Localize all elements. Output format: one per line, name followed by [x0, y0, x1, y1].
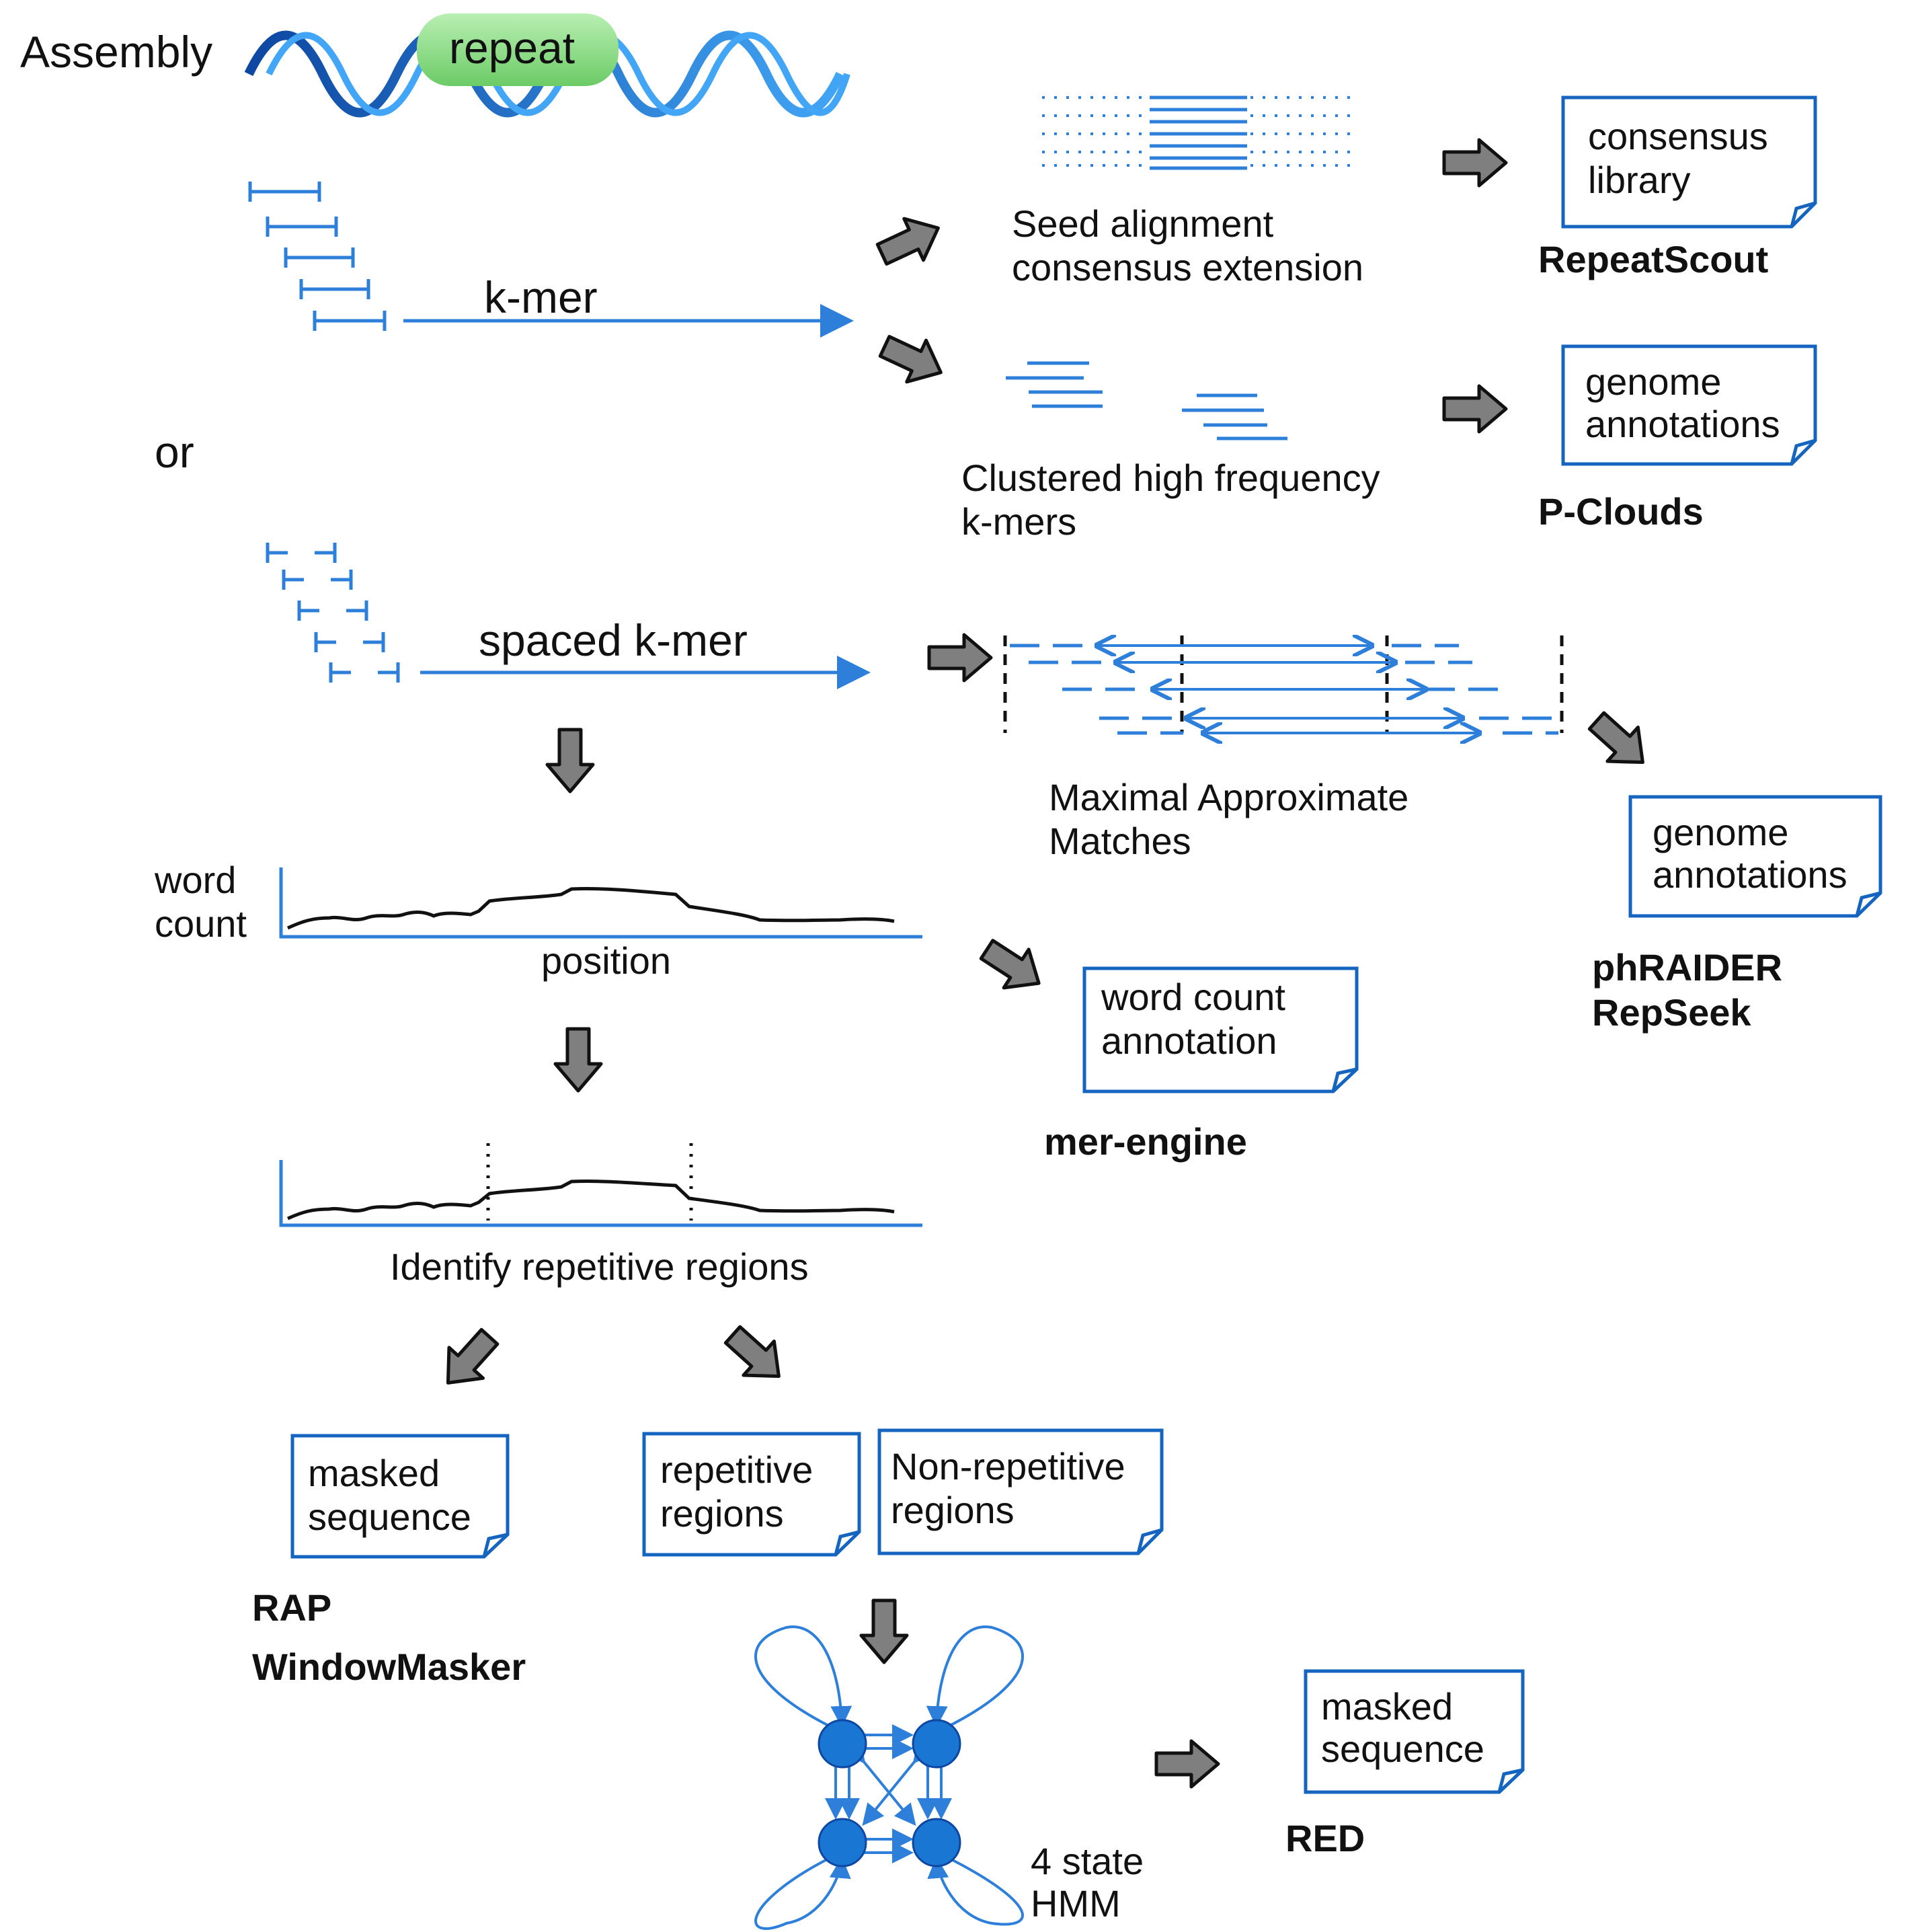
doc-genome-annotations-pclouds: genome annotations — [1561, 344, 1817, 466]
hmm-graph — [754, 1625, 1024, 1930]
arrow-to-masked-sequence-red — [1156, 1741, 1218, 1787]
hmm-state-4 — [912, 1818, 961, 1867]
arrow-down-to-word-count — [547, 730, 593, 791]
doc-consensus-library-line2: library — [1588, 159, 1690, 201]
kmer-stack — [248, 182, 387, 331]
clustered-label-line2: k-mers — [961, 500, 1076, 543]
tool-rap: RAP — [252, 1586, 331, 1629]
doc-masked-red-line1: masked — [1321, 1685, 1453, 1728]
or-label: or — [155, 427, 194, 477]
doc-masked-sequence-rap: masked sequence — [290, 1434, 510, 1559]
word-count-plot — [279, 867, 922, 939]
tool-mer-engine: mer-engine — [1044, 1120, 1247, 1163]
doc-non-repetitive-regions: Non-repetitive regions — [877, 1428, 1164, 1555]
kmer-label: k-mer — [484, 272, 598, 322]
doc-masked-rap-line1: masked — [308, 1452, 440, 1494]
hmm-label-line2: HMM — [1031, 1882, 1121, 1925]
tool-windowmasker: WindowMasker — [252, 1646, 526, 1688]
seed-alignment-label-line1: Seed alignment — [1012, 202, 1274, 245]
repeat-label: repeat — [449, 23, 575, 73]
doc-repetitive-regions: repetitive regions — [642, 1432, 861, 1557]
arrow-to-word-count-annotation — [974, 930, 1051, 1002]
doc-repetitive-line2: regions — [660, 1492, 784, 1535]
doc-phraider-line1: genome — [1653, 811, 1788, 853]
doc-consensus-library: consensus library — [1561, 95, 1817, 229]
doc-word-count-annotation: word count annotation — [1082, 966, 1359, 1093]
doc-word-count-line1: word count — [1101, 976, 1285, 1018]
word-count-ylabel-word: word — [154, 859, 236, 901]
doc-pclouds-line2: annotations — [1585, 403, 1780, 445]
arrow-to-mam — [929, 635, 991, 681]
doc-non-repetitive-line2: regions — [891, 1489, 1015, 1531]
assembly-header: Assembly repeat — [20, 13, 850, 118]
word-count-xlabel: position — [541, 939, 671, 982]
tool-repeatscout: RepeatScout — [1538, 238, 1768, 280]
doc-genome-annotations-phraider: genome annotations — [1628, 795, 1882, 918]
tool-pclouds: P-Clouds — [1538, 490, 1704, 533]
hmm-state-3 — [818, 1818, 867, 1867]
doc-word-count-line2: annotation — [1101, 1019, 1277, 1062]
hmm-state-1 — [818, 1719, 867, 1769]
arrow-to-repetitive-regions — [717, 1318, 794, 1393]
doc-repetitive-line1: repetitive — [660, 1448, 813, 1491]
spaced-kmer-stack — [266, 543, 400, 683]
arrow-to-seed-alignment — [873, 207, 948, 275]
tool-phraider: phRAIDER — [1592, 946, 1782, 989]
assembly-label: Assembly — [20, 27, 212, 77]
doc-phraider-line2: annotations — [1653, 853, 1847, 896]
repetitive-regions-plot — [279, 1143, 922, 1227]
word-count-ylabel-count: count — [155, 902, 247, 945]
doc-non-repetitive-line1: Non-repetitive — [891, 1445, 1125, 1487]
arrow-to-pclouds-annotations — [1444, 386, 1506, 432]
repeat-element: repeat — [417, 13, 619, 86]
arrow-to-consensus-library — [1444, 140, 1506, 186]
arrow-to-clustered-kmers — [875, 325, 951, 393]
doc-consensus-library-line1: consensus — [1588, 115, 1768, 157]
tool-red: RED — [1285, 1817, 1365, 1859]
mam-label-line1: Maximal Approximate — [1049, 776, 1408, 818]
clustered-label-line1: Clustered high frequency — [961, 457, 1380, 499]
arrow-down-to-repetitive-regions — [555, 1029, 601, 1091]
mam-label-line2: Matches — [1049, 820, 1191, 862]
hmm-state-2 — [912, 1719, 961, 1769]
hmm-label-line1: 4 state — [1031, 1840, 1144, 1882]
seed-alignment-label-line2: consensus extension — [1012, 246, 1363, 288]
doc-masked-rap-line2: sequence — [308, 1496, 471, 1538]
spaced-kmer-label: spaced k-mer — [479, 615, 748, 665]
arrow-to-masked-sequence-rap — [431, 1321, 506, 1398]
tool-repseek: RepSeek — [1592, 991, 1751, 1034]
arrow-down-to-hmm — [861, 1600, 907, 1662]
mam-graphic — [1003, 635, 1564, 733]
arrow-to-phraider-annotations — [1581, 704, 1658, 779]
clustered-kmers-graphic — [1006, 361, 1287, 440]
seed-alignment-graphic — [1042, 95, 1351, 170]
doc-masked-red-line2: sequence — [1321, 1728, 1484, 1770]
identify-repetitive-label: Identify repetitive regions — [390, 1245, 809, 1288]
doc-pclouds-line1: genome — [1585, 360, 1721, 403]
doc-masked-sequence-red: masked sequence — [1304, 1669, 1525, 1794]
